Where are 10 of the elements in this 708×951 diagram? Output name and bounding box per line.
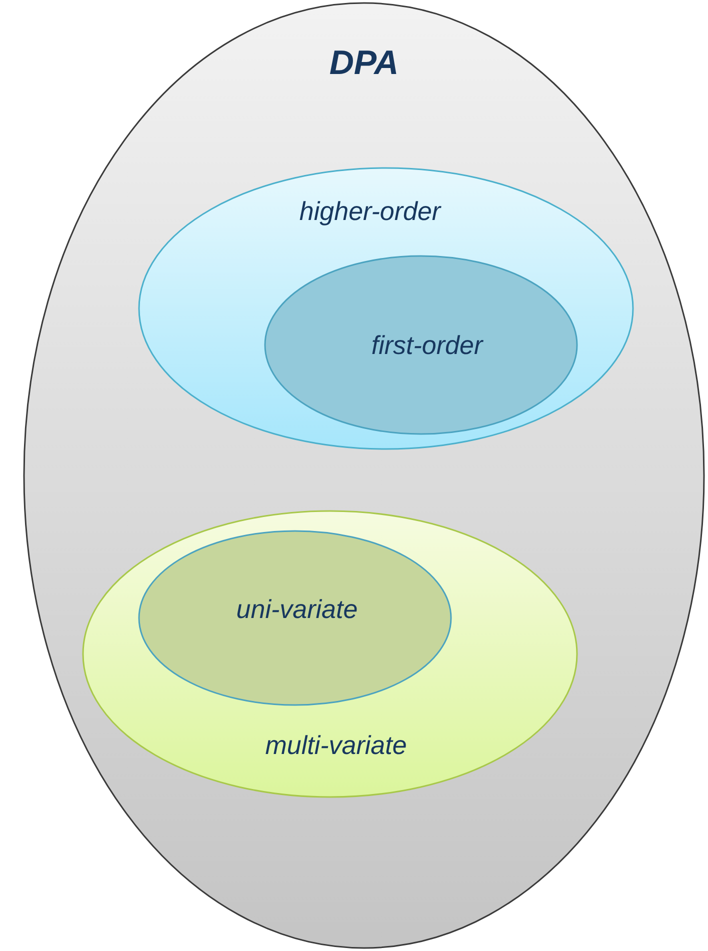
category-ellipse [264,255,578,435]
category-ellipse [23,2,705,949]
category-ellipse [138,530,452,706]
category-ellipse [82,510,578,798]
category-label: higher-order [299,198,441,224]
category-label: first-order [371,332,483,358]
category-label: multi-variate [265,732,407,758]
category-label: DPA [329,46,399,80]
category-label: uni-variate [236,596,358,622]
category-ellipse [138,167,634,450]
